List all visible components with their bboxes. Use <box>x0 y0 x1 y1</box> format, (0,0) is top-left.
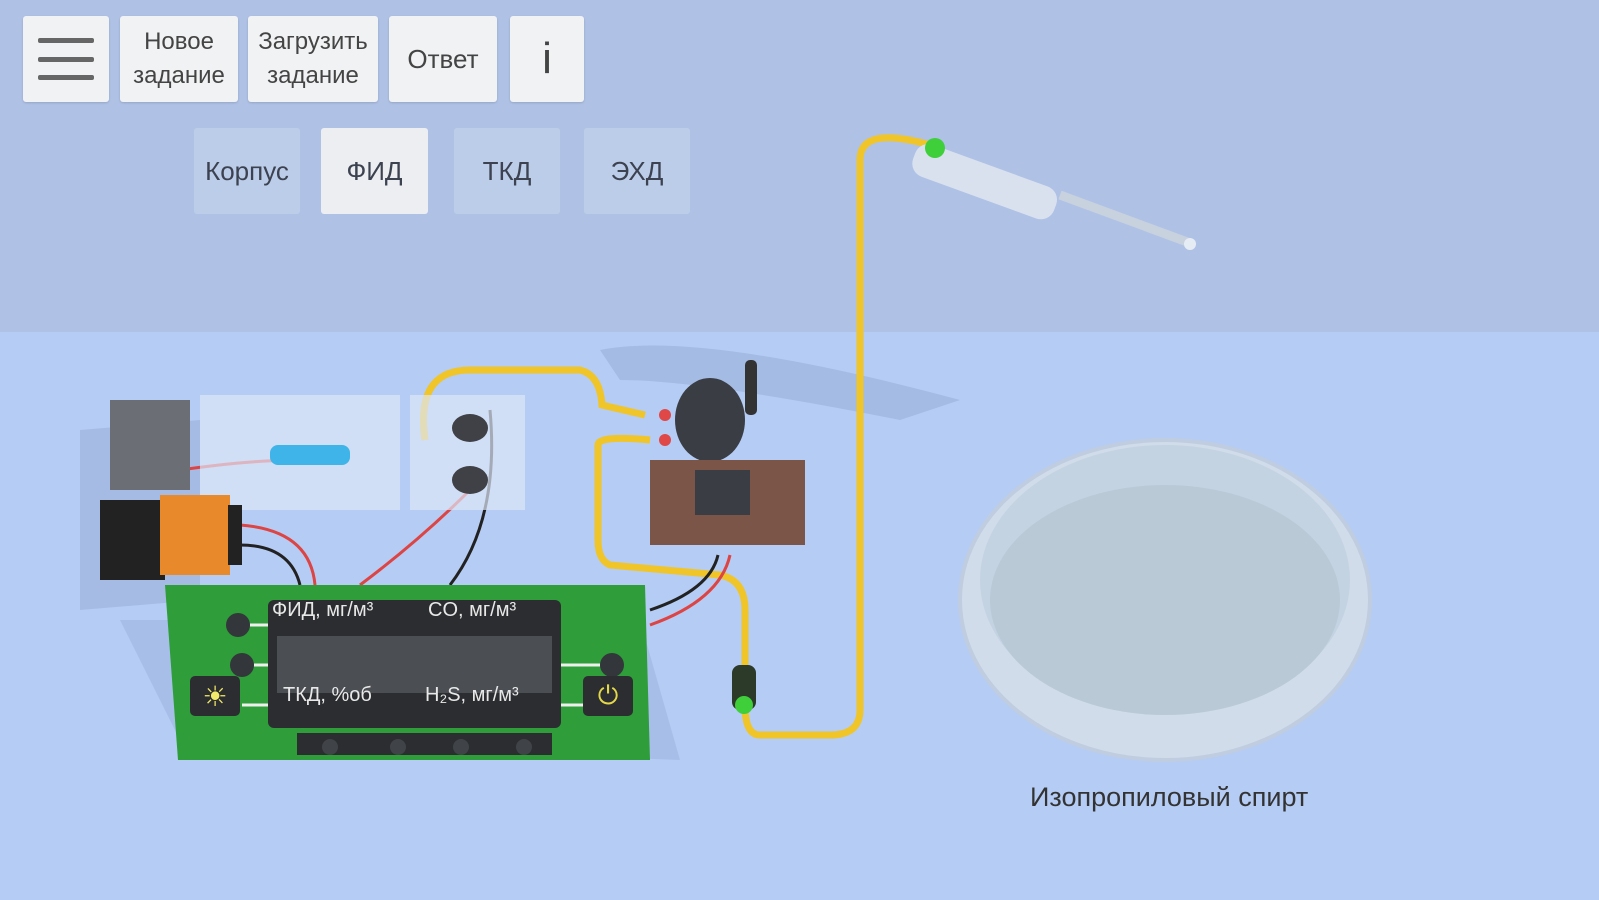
new-task-label: задание <box>133 62 225 89</box>
battery <box>100 495 242 580</box>
sampling-probe[interactable] <box>908 138 1196 250</box>
light-button[interactable]: ☀ <box>190 676 240 716</box>
answer-label: Ответ <box>407 44 479 74</box>
tkd-label: ТКД, %об <box>283 684 372 706</box>
tab-tkd[interactable]: ТКД <box>454 128 560 214</box>
sample-tube <box>594 134 931 739</box>
menu-button[interactable] <box>23 16 109 102</box>
board-button <box>230 653 254 677</box>
pump <box>650 360 805 545</box>
tab-label: ТКД <box>482 155 532 186</box>
h2s-label: H₂S, мг/м³ <box>425 684 519 706</box>
display-screen <box>277 636 552 693</box>
transformer-block <box>110 400 190 490</box>
co-label: CO, мг/м³ <box>428 599 517 621</box>
tab-ehd[interactable]: ЭХД <box>584 128 690 214</box>
answer-button[interactable]: Ответ <box>389 16 497 102</box>
power-icon: ⏻ <box>597 680 619 710</box>
new-task-label: Новое <box>144 28 214 55</box>
info-button[interactable]: i <box>510 16 584 102</box>
tab-label: Корпус <box>205 155 289 186</box>
petri-dish[interactable] <box>958 438 1372 762</box>
tab-korpus[interactable]: Корпус <box>194 128 300 214</box>
board-button <box>226 613 250 637</box>
power-button[interactable]: ⏻ <box>583 676 633 716</box>
load-task-button[interactable]: Загрузить задание <box>248 16 378 102</box>
board-button <box>600 653 624 677</box>
tab-fid[interactable]: ФИД <box>321 128 428 214</box>
sensor-board <box>165 585 650 760</box>
sun-icon: ☀ <box>202 680 228 712</box>
tab-label: ЭХД <box>610 155 664 186</box>
hamburger-menu-icon <box>38 38 94 80</box>
dish-label: Изопропиловый спирт <box>1030 782 1309 812</box>
info-icon: i <box>542 34 552 83</box>
tab-label: ФИД <box>346 155 403 186</box>
load-task-label: Загрузить <box>258 28 368 55</box>
new-task-button[interactable]: Новое задание <box>120 16 238 102</box>
load-task-label: задание <box>267 62 359 89</box>
fid-label: ФИД, мг/м³ <box>272 599 374 621</box>
